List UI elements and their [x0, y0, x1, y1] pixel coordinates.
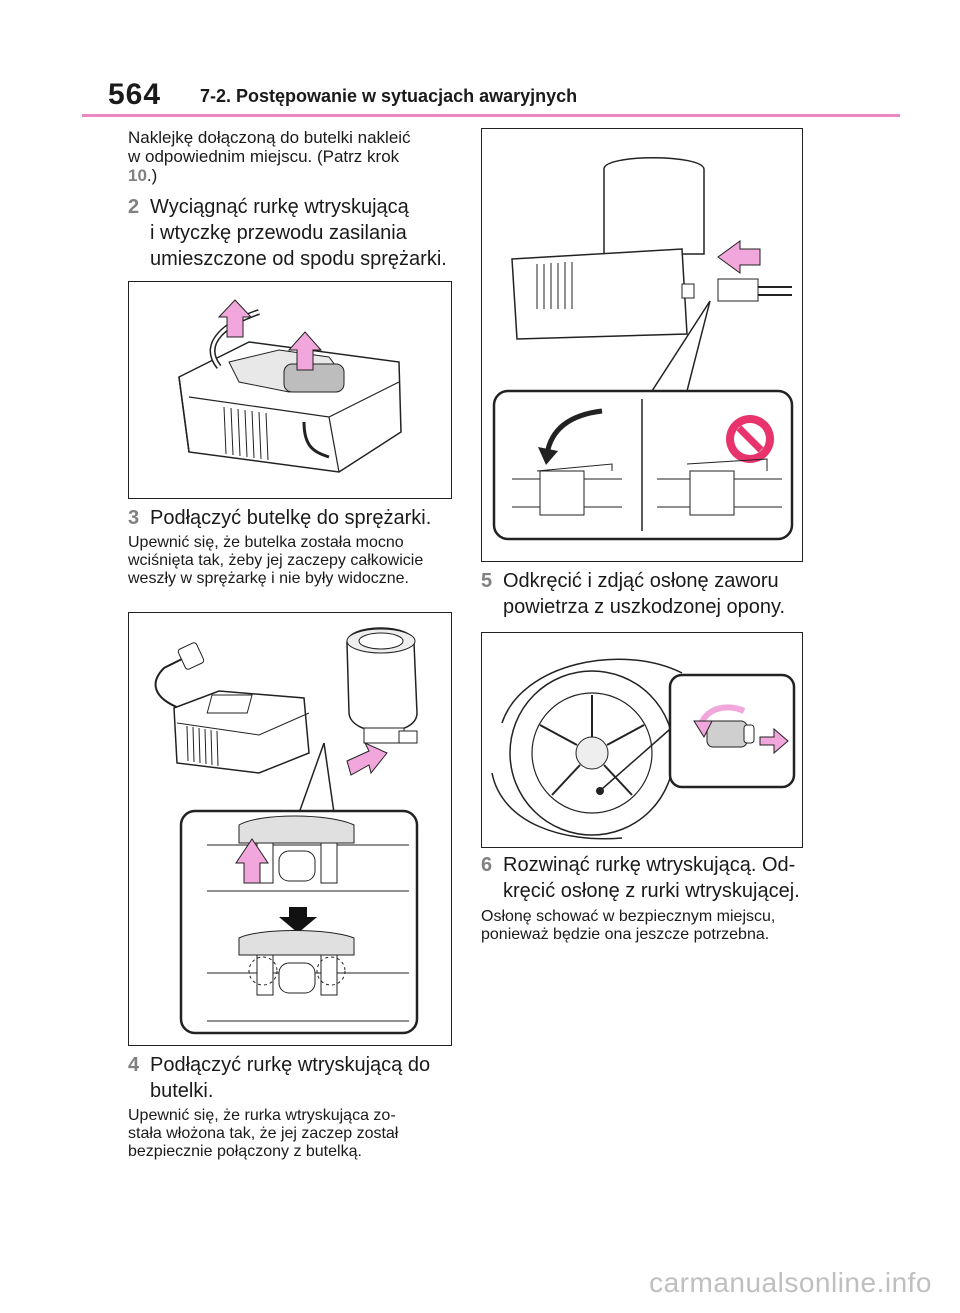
step-text: i wtyczkę przewodu zasilania [150, 222, 407, 244]
header-rule [82, 114, 900, 117]
step-text: Rozwinąć rurkę wtryskującą. Od- [503, 854, 796, 876]
note-line: wciśnięta tak, żeby jej zaczepy całkowic… [128, 552, 424, 569]
note-line: Upewnić się, że butelka została mocno [128, 534, 404, 551]
note-line: Upewnić się, że rurka wtryskująca zo- [128, 1107, 396, 1124]
step-text: butelki. [150, 1080, 214, 1102]
note-step-3: Upewnić się, że butelka została mocno wc… [128, 534, 458, 588]
step-3: 3 Podłączyć butelkę do sprężarki. [128, 505, 458, 531]
intro-end: .) [146, 166, 158, 185]
step-text: Odkręcić i zdjąć osłonę zaworu [503, 570, 779, 592]
step-text: Podłączyć rurkę wtryskującą do [150, 1054, 431, 1076]
step-6: 6 Rozwinąć rurkę wtryskującą. Od- kręcić… [481, 852, 811, 904]
watermark: carmanualsonline.info [649, 1267, 932, 1298]
step-number: 2 [128, 196, 140, 218]
step-text: Podłączyć butelkę do sprężarki. [150, 507, 432, 529]
step-ref: 10 [128, 166, 147, 185]
step-number: 4 [128, 1054, 140, 1076]
step-2: 2 Wyciągnąć rurkę wtryskującą i wtyczkę … [128, 194, 458, 272]
note-step-4: Upewnić się, że rurka wtryskująca zo- st… [128, 1107, 458, 1161]
note-line: weszły w sprężarkę i nie były widoczne. [128, 570, 409, 587]
step-number: 6 [481, 854, 493, 876]
figure-compressor-underside [128, 281, 452, 499]
step-text: kręcić osłonę z rurki wtryskującej. [503, 880, 800, 902]
step-number: 5 [481, 570, 493, 592]
section-title: 7-2. Postępowanie w sytuacjach awaryjnyc… [200, 86, 578, 106]
figure-hose-connection [481, 128, 803, 562]
step-text: powietrza z uszkodzonej opony. [503, 596, 786, 618]
figure-bottle-connection [128, 612, 452, 1046]
page-number: 564 [108, 78, 162, 111]
step-4: 4 Podłączyć rurkę wtryskującą do butelki… [128, 1052, 458, 1104]
note-line: bezpiecznie połączony z butelką. [128, 1143, 362, 1160]
figure-tire-valve [481, 632, 803, 848]
note-line: stała włożona tak, że jej zaczep został [128, 1125, 399, 1142]
intro-text: Naklejkę dołączoną do butelki nakleić w … [128, 128, 458, 185]
note-line: Osłonę schować w bezpiecznym miejscu, [481, 908, 776, 925]
step-text: Wyciągnąć rurkę wtryskującą [150, 196, 409, 218]
step-5: 5 Odkręcić i zdjąć osłonę zaworu powietr… [481, 568, 811, 620]
page-header: 564 7-2. Postępowanie w sytuacjach awary… [82, 78, 900, 118]
intro-line: w odpowiednim miejscu. (Patrz krok [128, 147, 400, 166]
note-step-6: Osłonę schować w bezpiecznym miejscu, po… [481, 908, 811, 944]
intro-line: Naklejkę dołączoną do butelki nakleić [128, 128, 411, 147]
step-number: 3 [128, 507, 140, 529]
note-line: ponieważ będzie ona jeszcze potrzebna. [481, 926, 770, 943]
step-text: umieszczone od spodu sprężarki. [150, 248, 447, 270]
